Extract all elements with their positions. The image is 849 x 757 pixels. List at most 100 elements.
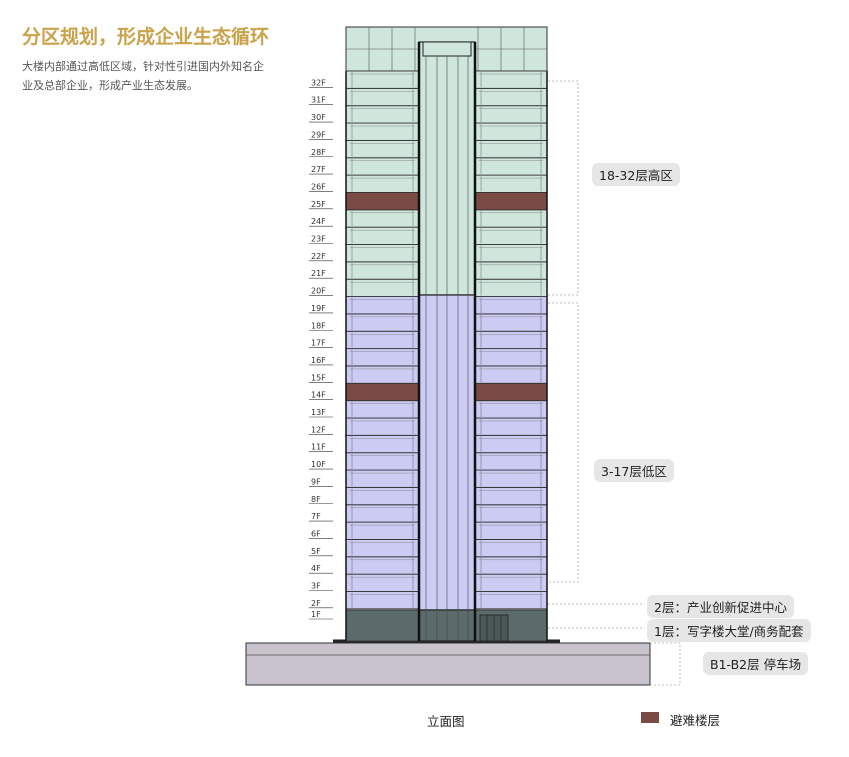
floor-band [345, 609, 420, 642]
floor-band [474, 539, 548, 558]
floor-band [345, 417, 420, 436]
floor-label: 6F [311, 529, 321, 538]
floor-label: 28F [311, 148, 326, 157]
floor-band [474, 417, 548, 436]
floor-band [474, 556, 548, 575]
floor-band [345, 296, 420, 315]
floor-label: 7F [311, 512, 321, 521]
floor-band [474, 573, 548, 592]
floor-band [345, 278, 420, 298]
floor-label: 23F [311, 235, 326, 244]
floor-label: 1F [311, 610, 321, 619]
core-cap [422, 41, 472, 57]
floor-band [345, 209, 420, 228]
floor-band [345, 573, 420, 592]
floor-label: 19F [311, 304, 326, 313]
floor-band [474, 209, 548, 228]
floor-label: 13F [311, 408, 326, 417]
floor-band [474, 313, 548, 332]
basement-leader [650, 642, 681, 686]
floor-band [345, 348, 420, 367]
floor-band [345, 87, 420, 107]
page-title: 分区规划，形成企业生态循环 [22, 26, 270, 48]
floor-band [474, 296, 548, 315]
floor-label: 12F [311, 425, 326, 434]
floor1-label: 1层：写字楼大堂/商务配套 [647, 619, 811, 642]
floor-band [474, 365, 548, 384]
floor-band [345, 313, 420, 332]
floor-band [474, 452, 548, 471]
floor-band [474, 330, 548, 350]
elevator-core [345, 41, 548, 642]
floor-label: 29F [311, 130, 326, 139]
refuge-floor-band [345, 191, 420, 211]
floor-label: 5F [311, 547, 321, 556]
floor-band [345, 122, 420, 141]
low-zone-label: 3-17层低区 [594, 459, 674, 482]
page-description: 大楼内部通过高低区域，针对性引进国内外知名企业及总部企业，形成产业生态发展。 [22, 60, 264, 92]
floor-band [474, 105, 548, 124]
floor-band [345, 556, 420, 575]
floor-label: 15F [311, 373, 326, 382]
high-zone-label: 18-32层高区 [592, 163, 680, 186]
floor-band [474, 521, 548, 540]
basement-label: B1-B2层 停车场 [703, 652, 809, 675]
floor-band [345, 139, 420, 159]
floor-band [474, 174, 548, 193]
floor-label: 26F [311, 182, 326, 191]
floor-band [345, 400, 420, 419]
floor-band [474, 70, 548, 89]
floor-label: 2F [311, 599, 321, 608]
floor-band [345, 521, 420, 540]
floor-band [474, 226, 548, 245]
floor-labels: 1F2F3F4F5F6F7F8F9F10F11F12F13F14F15F16F1… [309, 78, 333, 620]
floor-band [345, 174, 420, 193]
diagram-caption: 立面图 [427, 714, 465, 729]
floor-band [474, 348, 548, 367]
floor-label: 18F [311, 321, 326, 330]
basement-block [245, 642, 651, 686]
floor-band [345, 539, 420, 558]
floor-band [474, 157, 548, 176]
floor-band [474, 278, 548, 298]
floor-band [474, 87, 548, 107]
floor-band [345, 452, 420, 471]
floor-label: 9F [311, 477, 321, 486]
floor-band [474, 139, 548, 159]
floor-band [474, 469, 548, 488]
floor-band [345, 469, 420, 488]
floor-label: 31F [311, 96, 326, 105]
floor-band [345, 365, 420, 384]
floor-band [474, 486, 548, 506]
refuge-floor-band [345, 382, 420, 402]
floor-band [345, 70, 420, 89]
floor-band [345, 157, 420, 176]
floor-band [474, 504, 548, 523]
floor-label: 30F [311, 113, 326, 122]
floor-label: 25F [311, 200, 326, 209]
low-zone-bracket [548, 302, 579, 583]
floor2-label: 2层：产业创新促进中心 [647, 595, 794, 618]
refuge-floor-legend-swatch [641, 712, 659, 723]
floor-label: 16F [311, 356, 326, 365]
floor-label: 24F [311, 217, 326, 226]
floor-band [474, 244, 548, 263]
tower-body [345, 70, 548, 642]
floor-label: 8F [311, 495, 321, 504]
refuge-floor-band [474, 382, 548, 402]
floor-band [474, 261, 548, 280]
floor-band [345, 434, 420, 454]
floor-label: 17F [311, 339, 326, 348]
floor-band [474, 434, 548, 454]
floor-label: 27F [311, 165, 326, 174]
floor-band [345, 486, 420, 506]
floor-band [345, 244, 420, 263]
floor-band [345, 105, 420, 124]
floor-band [345, 226, 420, 245]
high-zone-bracket [548, 80, 579, 296]
floor-label: 3F [311, 582, 321, 591]
floor-band [474, 122, 548, 141]
floor-label: 11F [311, 443, 326, 452]
floor-band [474, 591, 548, 610]
